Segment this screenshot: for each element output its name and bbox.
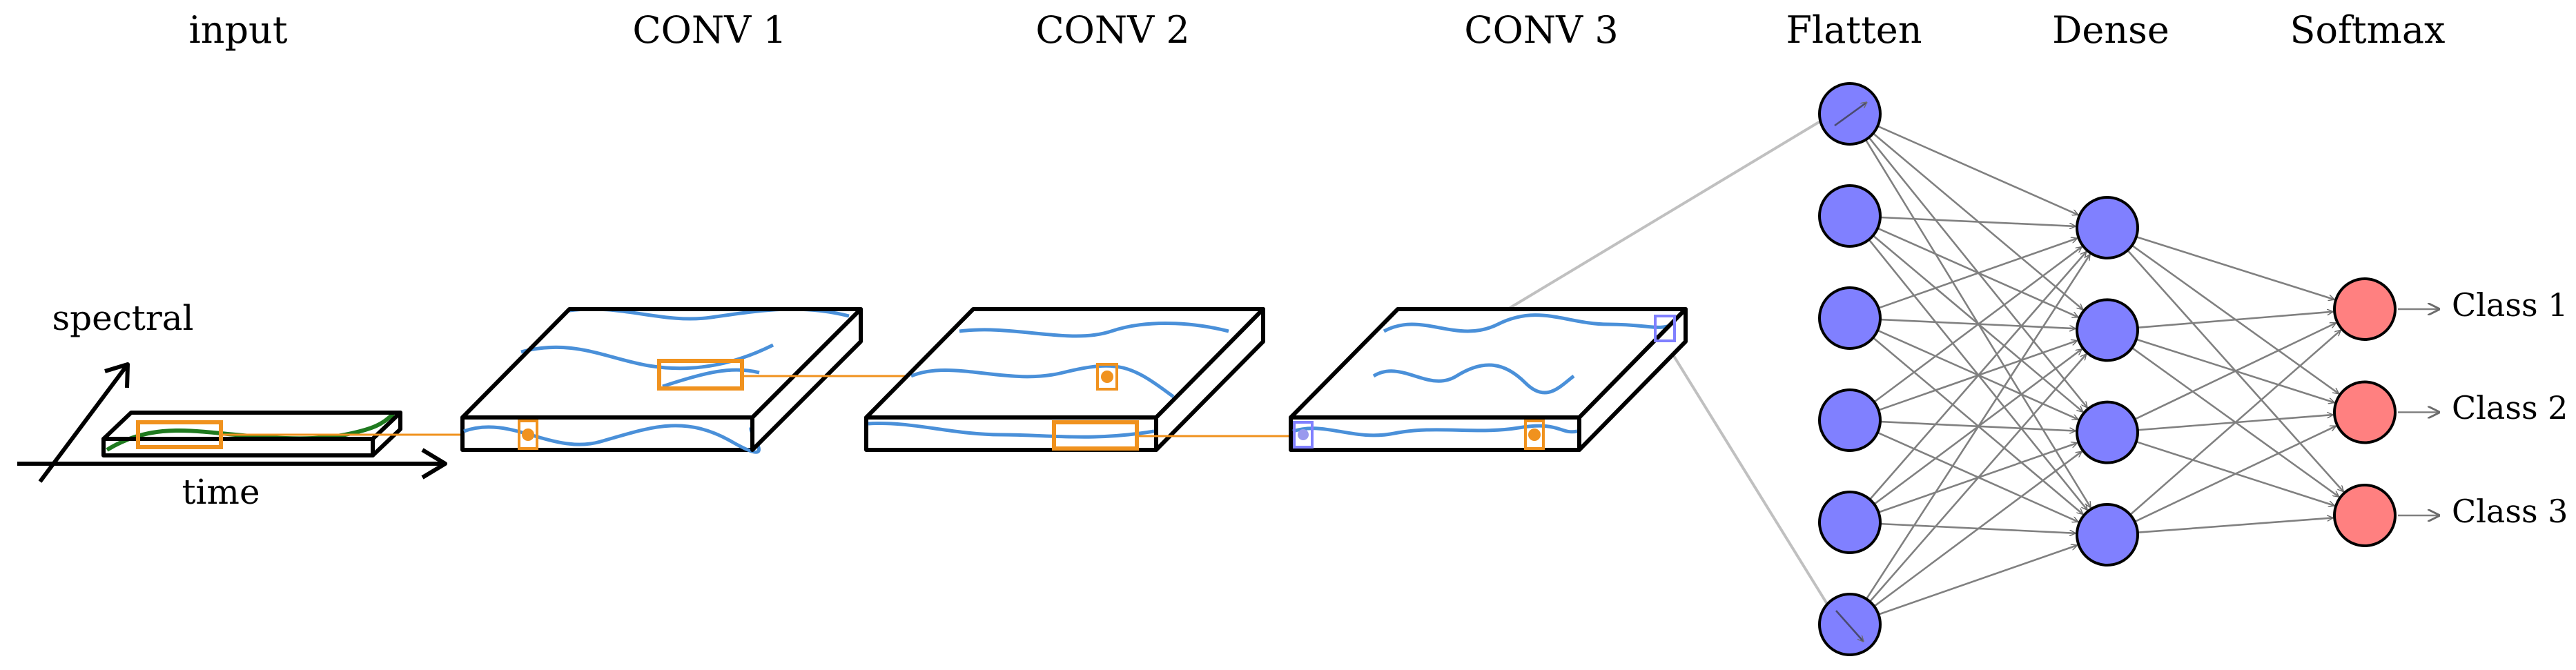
conv1-target [518,420,538,450]
conv3-flatten-source-front [1293,421,1314,449]
flatten-node-5 [1818,491,1882,554]
edge-dense-0-softmax-0 [2136,236,2334,299]
edge-flatten-5-dense-1 [1868,354,2087,602]
class-outputs: Class 1 Class 2 Class 3 [2398,286,2568,530]
conv2-block [864,307,1265,452]
softmax-node-2 [2333,380,2397,444]
conv3-block [1289,307,1688,452]
flatten-inner-arrow-1 [1834,101,1867,127]
conv1-kernel [657,359,744,391]
spectral-axis-label: spectral [52,298,193,338]
edge-flatten-3-dense-0 [1873,246,2082,403]
stage-title-flatten: Flatten [1786,8,1922,52]
class-label-1: Class 1 [2452,286,2568,324]
spectral-axis [38,363,130,483]
class-label-3: Class 3 [2452,493,2568,530]
conv2-target [1096,363,1118,391]
network-nodes [1818,82,2397,656]
stage-title-conv1: CONV 1 [632,8,786,52]
axes: spectral time [17,298,447,512]
edge-dense-3-softmax-2 [2137,518,2333,534]
edge-flatten-5-dense-2 [1873,451,2082,607]
flatten-node-4 [1818,388,1882,452]
edge-dense-3-softmax-0 [2129,330,2341,515]
edge-flatten-0-dense-0 [1877,125,2078,215]
edge-dense-3-softmax-1 [2134,425,2336,523]
flatten-node-3 [1818,286,1882,350]
stage-title-softmax: Softmax [2290,8,2445,52]
dense-node-4 [2076,503,2139,566]
edge-dense-2-softmax-0 [2134,322,2336,420]
edge-flatten-1-dense-0 [1880,216,2076,226]
edge-flatten-2-dense-0 [1878,238,2078,309]
flatten-inner-arrow-2 [1835,610,1864,642]
conv3-target [1524,420,1545,450]
conv3-flatten-source-top [1654,315,1676,342]
class-label-2: Class 2 [2452,389,2568,426]
flatten-connector-bottom [1663,340,1831,609]
edge-flatten-5-dense-0 [1865,255,2091,600]
time-axis-label: time [182,472,260,512]
input-block [101,411,402,457]
softmax-node-1 [2333,277,2397,341]
dense-node-3 [2076,400,2139,464]
edge-flatten-5-dense-3 [1878,545,2078,615]
dense-node-2 [2076,298,2139,362]
stage-title-conv3: CONV 3 [1464,8,1618,52]
network-edges [1864,125,2343,615]
dense-node-1 [2076,196,2139,259]
flatten-node-2 [1818,184,1882,248]
stage-title-input: input [188,8,287,52]
stage-title-conv2: CONV 2 [1035,8,1189,52]
softmax-node-3 [2333,484,2397,547]
edge-dense-1-softmax-0 [2137,312,2333,329]
edge-flatten-4-dense-0 [1868,252,2087,500]
conv1-block [460,307,863,454]
stage-title-dense: Dense [2052,8,2169,52]
flatten-node-6 [1818,593,1882,656]
